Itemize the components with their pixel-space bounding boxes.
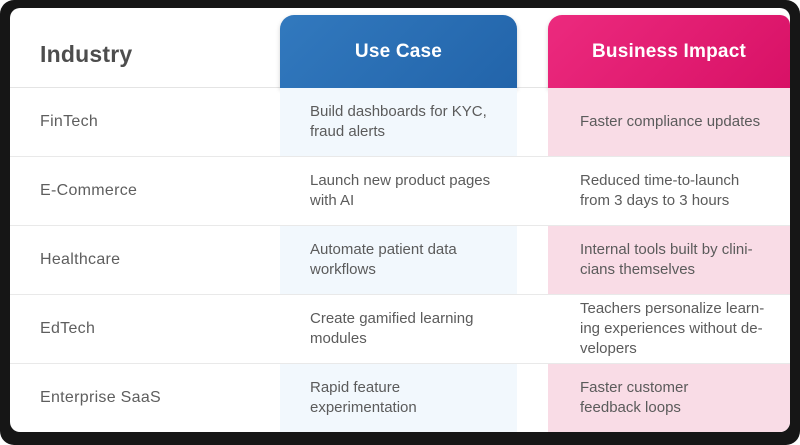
use-case-cell: Automate patient data workflows — [280, 226, 517, 294]
table-row-fintech: FinTech Build dashboards for KYC, fraud … — [10, 88, 790, 157]
industry-cell: EdTech — [40, 320, 96, 337]
industry-column-header: Industry — [40, 40, 133, 67]
business-impact-cell: Faster compliance updates — [548, 88, 790, 156]
industry-cell: Enterprise SaaS — [40, 389, 162, 406]
column-gap — [517, 8, 548, 88]
business-impact-column-header: Business Impact — [548, 15, 790, 88]
use-case-cell: Create gamified learning modules — [310, 310, 474, 347]
table-row-healthcare: Healthcare Automate patient data workflo… — [10, 226, 790, 295]
use-case-column-header: Use Case — [280, 15, 517, 88]
column-gap — [517, 295, 548, 363]
table-row-ecommerce: E-Commerce Launch new product pages with… — [10, 157, 790, 226]
table-row-edtech: EdTech Create gamified learning modules … — [10, 295, 790, 364]
industry-cell: E-Commerce — [40, 182, 138, 199]
table-body: FinTech Build dashboards for KYC, fraud … — [10, 88, 790, 432]
use-case-cell: Rapid feature experimentation — [280, 364, 517, 432]
business-impact-cell: Faster customer feedback loops — [548, 364, 790, 432]
table-header-row: Industry Use Case Business Impact — [10, 8, 790, 88]
business-impact-cell: Teachers personalize learn- ing experien… — [580, 300, 765, 357]
column-gap — [517, 157, 548, 225]
business-impact-cell: Internal tools built by clini- cians the… — [548, 226, 790, 294]
business-impact-cell: Reduced time-to-launch from 3 days to 3 … — [580, 172, 740, 209]
table-row-enterprise-saas: Enterprise SaaS Rapid feature experiment… — [10, 364, 790, 432]
column-gap — [517, 226, 548, 294]
column-gap — [517, 364, 548, 432]
comparison-table: Industry Use Case Business Impact FinTec… — [10, 8, 790, 432]
use-case-cell: Build dashboards for KYC, fraud alerts — [280, 88, 517, 156]
industry-cell: FinTech — [40, 113, 99, 130]
use-case-cell: Launch new product pages with AI — [310, 172, 491, 209]
column-gap — [517, 88, 548, 156]
industry-cell: Healthcare — [40, 251, 121, 268]
